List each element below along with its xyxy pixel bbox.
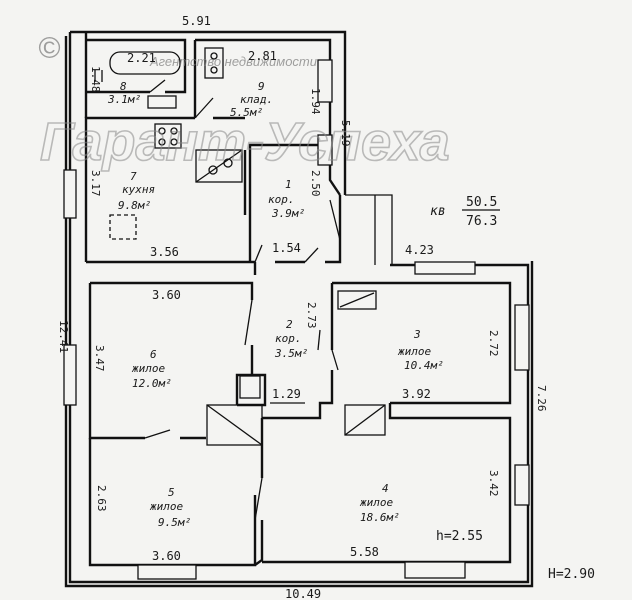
- room-8-area: 3.1м²: [107, 93, 141, 106]
- room-7-num: 7: [130, 170, 137, 183]
- watermark-company: Агентство недвижимости: [149, 54, 317, 69]
- room-9-area: 5.5м²: [230, 106, 263, 119]
- dimension-labels: 5.91 10.49 12.41 7.26 2.21 1.48 2.81 1.9…: [57, 14, 548, 600]
- living-area: 50.5: [466, 195, 497, 210]
- dim-top-total: 5.91: [182, 14, 211, 28]
- stove-blocks: [195, 149, 386, 446]
- total-area: 76.3: [466, 214, 497, 229]
- room-5-name: жилое: [149, 500, 183, 513]
- dim-r3-bottom: 3.92: [402, 387, 431, 401]
- room-5-num: 5: [168, 486, 175, 499]
- dim-r6-h: 3.47: [93, 345, 106, 372]
- dim-r3-h: 2.72: [487, 330, 500, 357]
- doors: [144, 79, 341, 521]
- room-1-num: 1: [285, 178, 292, 191]
- dim-right-lower: 7.26: [535, 385, 548, 412]
- room-6-name: жилое: [131, 362, 165, 375]
- room-5-area: 9.5м²: [158, 516, 191, 529]
- dim-r3-top: 4.23: [405, 243, 434, 257]
- dim-kitchen-w: 3.56: [150, 245, 179, 259]
- dim-r4-h: 3.42: [487, 470, 500, 497]
- room-6-area: 12.0м²: [132, 377, 172, 390]
- room-3-area: 10.4м²: [404, 359, 444, 372]
- room-4-name: жилое: [359, 496, 393, 509]
- room-9-num: 9: [258, 80, 265, 93]
- watermark: © Агентство недвижимости Гарант-Успеха: [38, 32, 450, 173]
- fixtures: [94, 47, 224, 240]
- room-2-area: 3.5м²: [274, 347, 308, 360]
- copyright-symbol: ©: [38, 32, 61, 65]
- dim-corr2-h: 2.73: [305, 302, 318, 329]
- room-9-name: клад.: [240, 93, 273, 106]
- dim-r5-h: 2.63: [95, 485, 108, 512]
- dim-bath-w: 2.21: [127, 51, 156, 65]
- dim-bottom-total: 10.49: [285, 587, 321, 600]
- room-1-name: кор.: [268, 193, 295, 206]
- area-summary: кв 50.5 76.3 h=2.55 H=2.90: [430, 195, 595, 582]
- dim-r4-w: 5.58: [350, 545, 379, 559]
- dim-corr2-w: 1.29: [272, 387, 301, 401]
- room-1-area: 3.9м²: [271, 207, 305, 220]
- dim-corr1-w: 1.54: [272, 241, 301, 255]
- room-3-num: 3: [413, 328, 421, 341]
- watermark-brand: Гарант-Успеха: [40, 112, 450, 172]
- room-height: h=2.55: [436, 529, 483, 544]
- dim-storage-h: 1.94: [309, 88, 322, 115]
- dim-corr1-h: 2.50: [309, 170, 322, 197]
- room-2-name: кор.: [275, 332, 302, 345]
- room-labels: 8 3.1м² 9 клад. 5.5м² 7 кухня 9.8м² 1 ко…: [107, 80, 444, 529]
- room-7-area: 9.8м²: [118, 199, 151, 212]
- plan-walls: [64, 30, 534, 588]
- dim-r5-w: 3.60: [152, 549, 181, 563]
- dim-storage-w: 2.81: [248, 49, 277, 63]
- room-2-num: 2: [286, 318, 293, 331]
- room-3-name: жилое: [397, 345, 431, 358]
- dim-r6-w: 3.60: [152, 288, 181, 302]
- dim-bath-h: 1.48: [89, 66, 102, 93]
- room-8-num: 8: [120, 80, 127, 93]
- dim-left-total: 12.41: [57, 320, 70, 353]
- dim-storage-side: 5.19: [339, 120, 352, 147]
- kv-label: кв: [430, 204, 446, 219]
- windows: [63, 59, 530, 580]
- dim-kitchen-h: 3.17: [89, 170, 102, 197]
- room-6-num: 6: [150, 348, 157, 361]
- ext-height: H=2.90: [548, 567, 595, 582]
- room-4-area: 18.6м²: [360, 511, 400, 524]
- room-7-name: кухня: [122, 183, 155, 196]
- room-4-num: 4: [382, 482, 389, 495]
